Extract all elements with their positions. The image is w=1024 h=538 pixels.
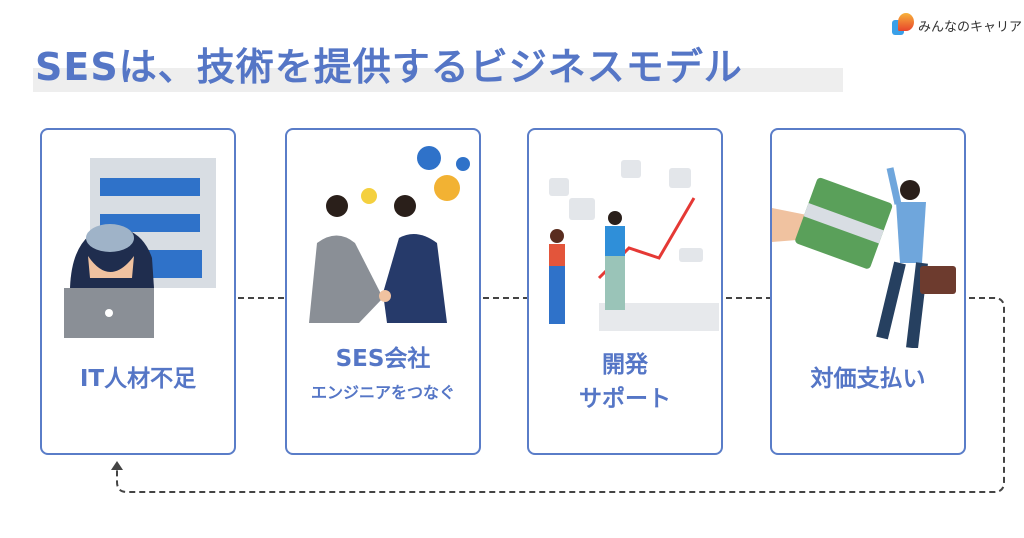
card-label: 開発 [602,352,648,378]
card-label-group: 開発 サポート [529,348,721,416]
arrow-head-icon [111,461,123,470]
card-payment: 対価支払い [770,128,966,455]
payment-illustration [772,167,956,348]
card-label-group: SES会社 エンジニアをつなぐ [287,342,479,410]
card-ses-company: SES会社 エンジニアをつなぐ [285,128,481,455]
logo-text: みんなのキャリア [918,19,1023,35]
logo-icon [892,13,914,37]
growth-team-illustration [549,160,719,331]
handshake-illustration [309,146,470,323]
card-label: 対価支払い [810,366,926,392]
stressed-worker-illustration [64,158,216,338]
card-sublabel: エンジニアをつなぐ [310,383,455,402]
card-label: SES会社 [335,346,431,372]
page-title: SESは、技術を提供するビジネスモデル [35,45,743,89]
card-it-shortage: IT人材不足 [40,128,236,455]
brand-logo: みんなのキャリア [892,13,1022,37]
title-highlight [33,68,843,92]
card-dev-support: 開発 サポート [527,128,723,455]
return-loop [116,297,1005,493]
card-label: IT人材不足 [79,366,197,392]
card-sublabel: サポート [579,386,671,412]
